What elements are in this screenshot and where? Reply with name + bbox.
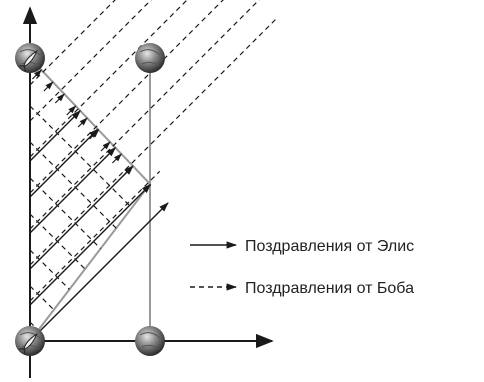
signal-arrow-tip: [66, 105, 77, 116]
signal-arrow-tip: [111, 153, 122, 164]
signal-arrow-tip: [43, 81, 54, 92]
dashed-signal-line: [29, 105, 133, 209]
alice-signals: [29, 69, 169, 342]
dashed-signal-line: [29, 18, 277, 266]
dashed-signal-line: [29, 285, 55, 311]
dashed-signal-line: [29, 177, 102, 250]
signal-arrow-tip: [100, 141, 111, 152]
rocket-icon: [18, 332, 38, 355]
dashed-signal-line: [29, 0, 188, 158]
dashed-signal-line: [29, 0, 116, 86]
dashed-signal-line: [29, 141, 117, 229]
signal-arrow-tip: [77, 117, 88, 128]
legend: Поздравления от Элис Поздравления от Боб…: [190, 238, 414, 297]
solid-signal-line: [29, 202, 169, 342]
solid-signal-line: [29, 146, 117, 234]
signal-arrow-tip: [123, 165, 134, 176]
solid-signal-line: [29, 165, 134, 270]
signal-arrow-tip: [89, 129, 100, 140]
planet-icon: [135, 43, 165, 73]
dashed-signal-line: [29, 249, 70, 290]
legend-item-solid: Поздравления от Элис: [190, 238, 414, 255]
bob-signals: [29, 0, 277, 331]
solid-signal-line: [29, 183, 152, 306]
planet-icon: [135, 326, 165, 356]
dashed-signal-line: [29, 0, 152, 122]
bob-worldline: [29, 57, 152, 342]
solid-signal-line: [29, 110, 81, 162]
legend-dashed-label: Поздравления от Боба: [245, 280, 414, 297]
signal-arrow-tip: [31, 69, 42, 80]
legend-item-dashed: Поздравления от Боба: [190, 280, 414, 297]
signal-arrow-tip: [54, 93, 65, 104]
dashed-signal-line: [29, 0, 260, 230]
dashed-signal-line: [29, 170, 161, 302]
solid-signal-line: [29, 128, 99, 198]
legend-solid-label: Поздравления от Элис: [245, 238, 414, 255]
